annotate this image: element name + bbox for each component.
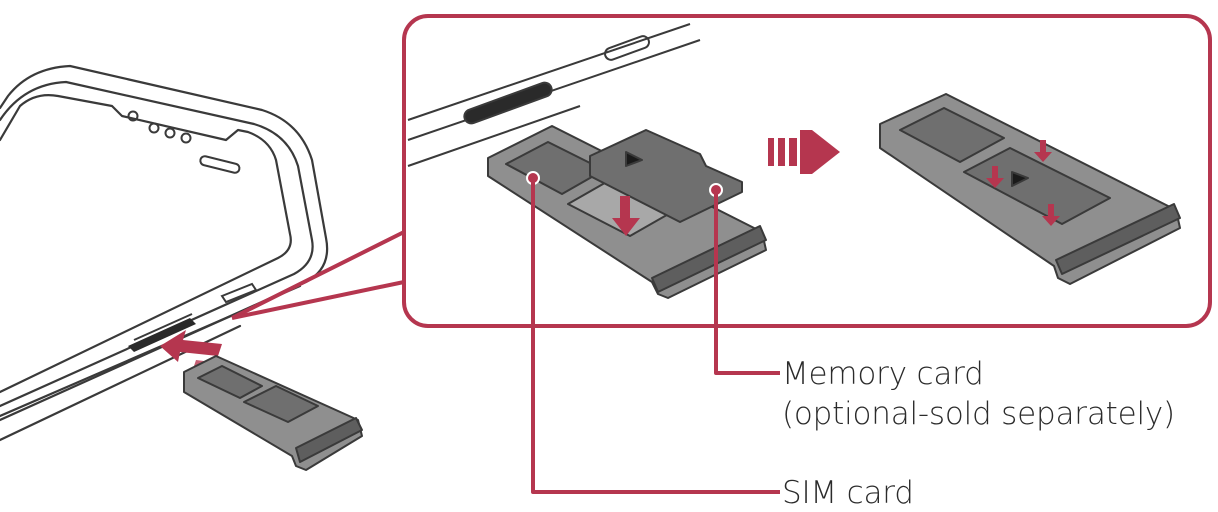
zoomed-tray-filled (879, 93, 1181, 285)
memory-card-leader (714, 190, 780, 375)
memory-card-label: Memory card (782, 356, 984, 392)
memory-card-note: (optional-sold separately) (782, 396, 1175, 432)
phone-tray-slot (128, 282, 258, 352)
small-sim-tray (183, 355, 363, 471)
zoomed-phone-edge (407, 23, 701, 167)
right-arrow-icon (768, 130, 840, 174)
sim-card-leader (531, 178, 780, 494)
front-sensors (127, 110, 241, 174)
memory-card-icon (589, 129, 743, 223)
press-arrows-icon (986, 140, 1060, 226)
zoom-connector-lines (231, 230, 405, 320)
leader-lines (531, 178, 780, 494)
zoom-panel (402, 14, 1212, 328)
down-arrow-icon (612, 196, 640, 236)
sim-card-label: SIM card (782, 475, 914, 511)
phone-illustration (0, 64, 329, 442)
